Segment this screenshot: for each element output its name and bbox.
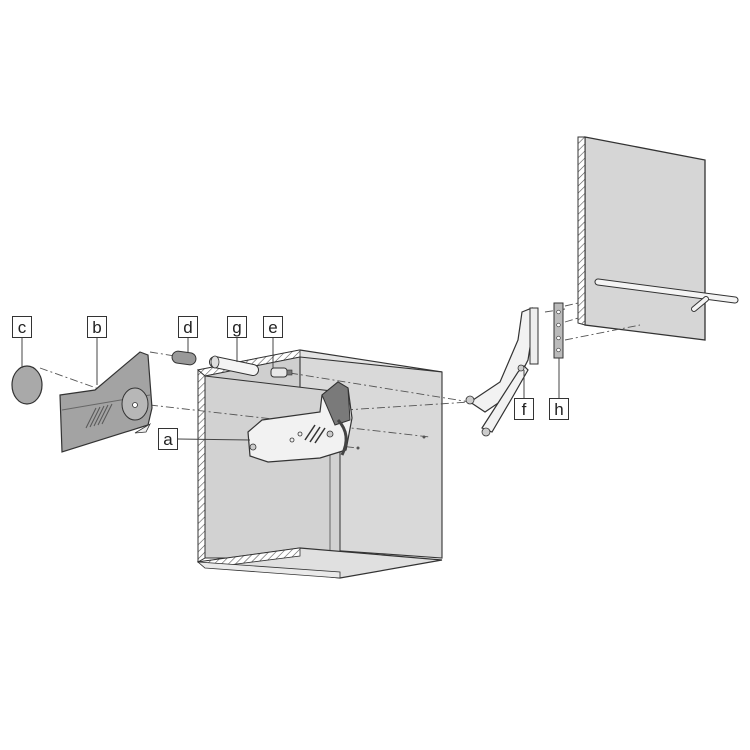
callout-g: g (227, 316, 247, 338)
callout-c: c (12, 316, 32, 338)
cover-cap-c (11, 365, 43, 405)
sleeve-d (171, 350, 197, 366)
leader-lines (21, 338, 560, 441)
lever-arm-f (465, 307, 539, 437)
callout-e: e (263, 316, 283, 338)
connector-e (270, 367, 293, 378)
side-cover-b (59, 351, 153, 453)
callout-d: d (178, 316, 198, 338)
callout-b: b (87, 316, 107, 338)
callout-h: h (549, 398, 569, 420)
mounting-plate-h (553, 302, 564, 359)
rod-g (209, 355, 259, 376)
cabinet-carcass (196, 349, 443, 579)
lift-mechanism-a (247, 381, 426, 463)
callout-a: a (158, 428, 178, 450)
callout-f: f (514, 398, 534, 420)
door-panel (577, 136, 739, 341)
